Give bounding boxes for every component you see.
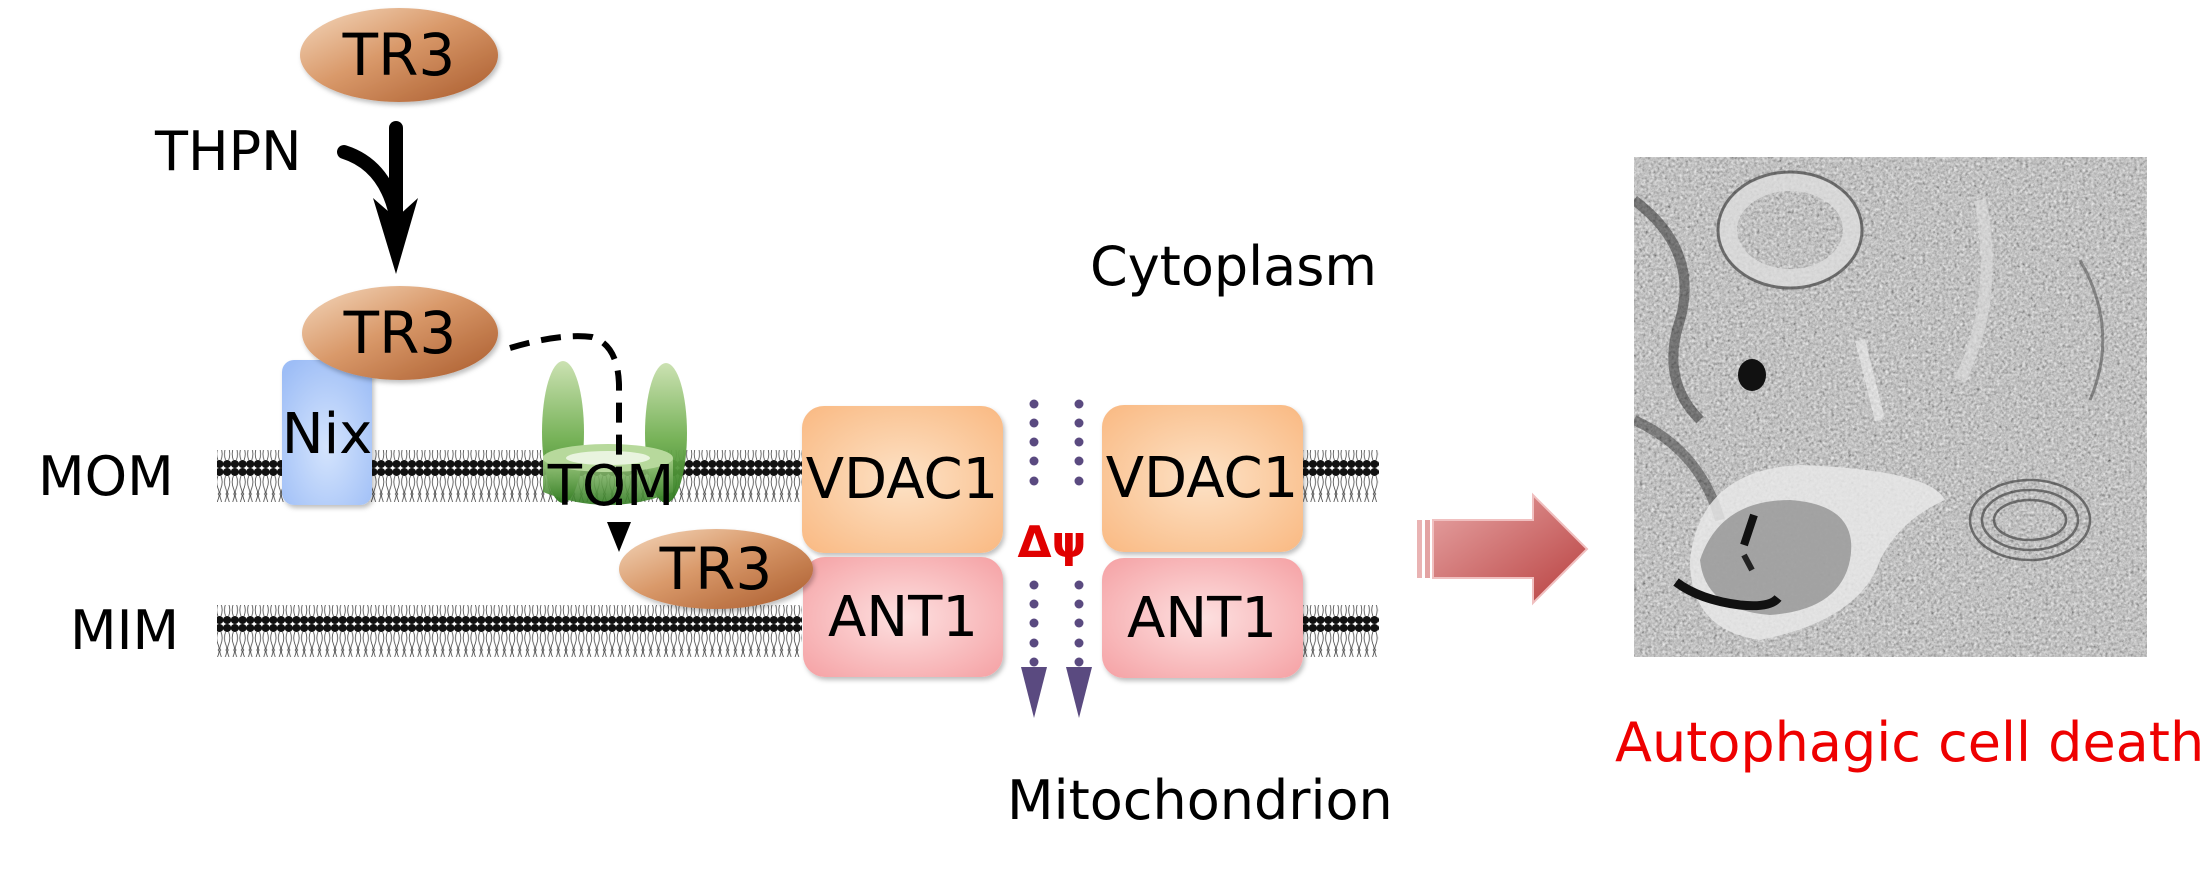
flux-dot: [1074, 399, 1084, 409]
tr3-intermembrane: TR3: [619, 529, 813, 609]
flux-dot: [1029, 580, 1039, 590]
flux-dot: [1029, 618, 1039, 628]
flux-arrowhead-icon: [1066, 667, 1092, 718]
tom-label: TOM: [547, 454, 675, 519]
tr3-cytosolic: TR3: [300, 8, 498, 102]
thpn-label: THPN: [154, 120, 302, 183]
flux-dot: [1074, 437, 1084, 447]
tr3-membrane-bound: TR3: [302, 286, 498, 380]
ant1-left: ANT1: [803, 557, 1003, 677]
ant1-right-label: ANT1: [1127, 586, 1277, 651]
tom-complex: TOM: [542, 361, 687, 519]
mom-label: MOM: [38, 445, 174, 508]
inner-membrane: [217, 605, 1379, 657]
flux-dot: [1074, 618, 1084, 628]
electron-micrograph: [1634, 157, 2147, 657]
nix-label: Nix: [282, 402, 373, 467]
flux-dot: [1029, 476, 1039, 486]
vdac1-right: VDAC1: [1102, 405, 1303, 552]
flux-dot: [1029, 657, 1039, 667]
flux-dot: [1074, 456, 1084, 466]
thpn-activation-arrow-icon: [337, 121, 418, 274]
vdac1-left-label: VDAC1: [806, 447, 999, 512]
flux-dot: [1029, 638, 1039, 648]
flux-dot: [1074, 418, 1084, 428]
membrane-potential-flux: [1021, 399, 1092, 718]
vdac1-right-label: VDAC1: [1106, 446, 1299, 511]
tr3-cytosolic-label: TR3: [342, 21, 456, 89]
flux-dot: [1074, 657, 1084, 667]
outcome-arrow-icon: [1417, 492, 1589, 606]
ant1-left-label: ANT1: [828, 585, 978, 650]
tr3-intermembrane-label: TR3: [659, 535, 773, 603]
vdac1-left: VDAC1: [802, 406, 1003, 553]
mim-label: MIM: [70, 599, 179, 662]
cytoplasm-label: Cytoplasm: [1090, 235, 1377, 298]
flux-dot: [1074, 638, 1084, 648]
tr3-membrane-label: TR3: [343, 299, 457, 367]
flux-dot: [1074, 580, 1084, 590]
flux-dot: [1074, 599, 1084, 609]
autophagic-cell-death-label: Autophagic cell death: [1615, 711, 2200, 774]
flux-arrowhead-icon: [1021, 667, 1047, 718]
flux-dot: [1029, 599, 1039, 609]
ant1-right: ANT1: [1102, 558, 1303, 678]
flux-dot: [1074, 476, 1084, 486]
translocation-dashed-arrow-icon: [509, 333, 631, 552]
mitochondrion-label: Mitochondrion: [1007, 769, 1393, 832]
nix-protein: Nix: [282, 360, 373, 505]
flux-dot: [1029, 418, 1039, 428]
flux-dot: [1029, 456, 1039, 466]
delta-psi-label: Δψ: [1018, 517, 1087, 568]
flux-dot: [1029, 399, 1039, 409]
flux-dot: [1029, 437, 1039, 447]
